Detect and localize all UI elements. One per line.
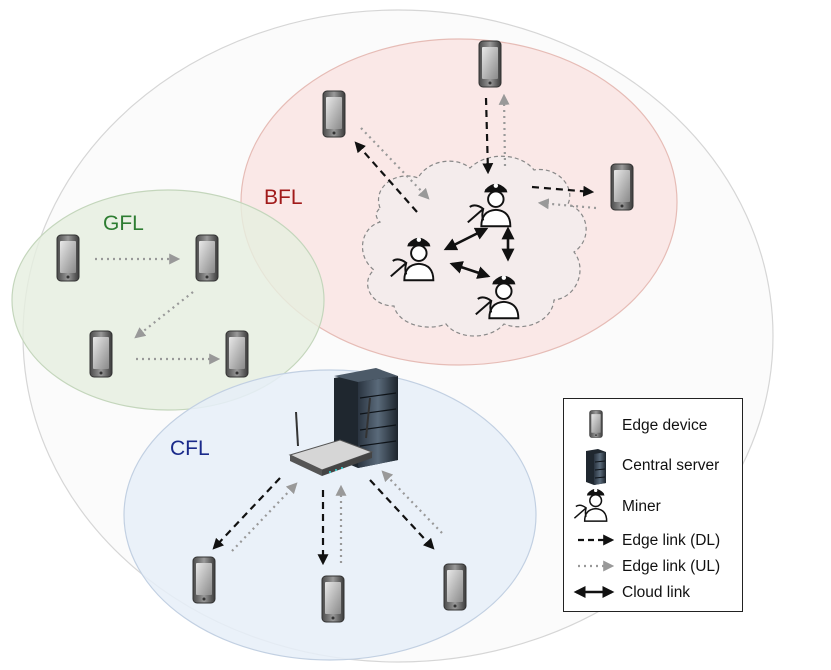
phone-icon bbox=[192, 556, 216, 604]
phone-icon bbox=[89, 330, 113, 378]
legend-phone-icon bbox=[589, 410, 603, 438]
phone-icon bbox=[478, 40, 502, 88]
legend-label-cloud-link: Cloud link bbox=[622, 584, 691, 601]
legend-label-edge-link-dl: Edge link (DL) bbox=[622, 532, 721, 549]
legend-label-edge-link-ul: Edge link (UL) bbox=[622, 558, 721, 575]
legend-label-miner: Miner bbox=[622, 498, 661, 515]
phone-icon bbox=[322, 90, 346, 138]
gfl-edge-links bbox=[95, 253, 221, 365]
phone-icon bbox=[225, 330, 249, 378]
phone-icon bbox=[443, 563, 467, 611]
region-label-bfl: BFL bbox=[264, 186, 303, 209]
phone-icon bbox=[195, 234, 219, 282]
router-icon bbox=[288, 397, 374, 476]
phone-icon bbox=[321, 575, 345, 623]
phone-icon bbox=[610, 163, 634, 211]
cfl-edge-links bbox=[212, 470, 443, 566]
legend-label-edge-device: Edge device bbox=[622, 417, 708, 434]
region-label-cfl: CFL bbox=[170, 437, 210, 460]
legend-icons bbox=[573, 410, 615, 598]
cloud-links bbox=[443, 226, 515, 279]
legend-server-icon bbox=[586, 449, 606, 485]
legend-label-central-server: Central server bbox=[622, 457, 720, 474]
region-label-gfl: GFL bbox=[103, 212, 144, 235]
legend: Edge device Central server Miner Edge li… bbox=[563, 398, 743, 612]
region-cfl bbox=[123, 369, 537, 661]
bfl-edge-links bbox=[354, 93, 597, 213]
phone-icon bbox=[56, 234, 80, 282]
legend-miner-icon bbox=[573, 487, 608, 522]
